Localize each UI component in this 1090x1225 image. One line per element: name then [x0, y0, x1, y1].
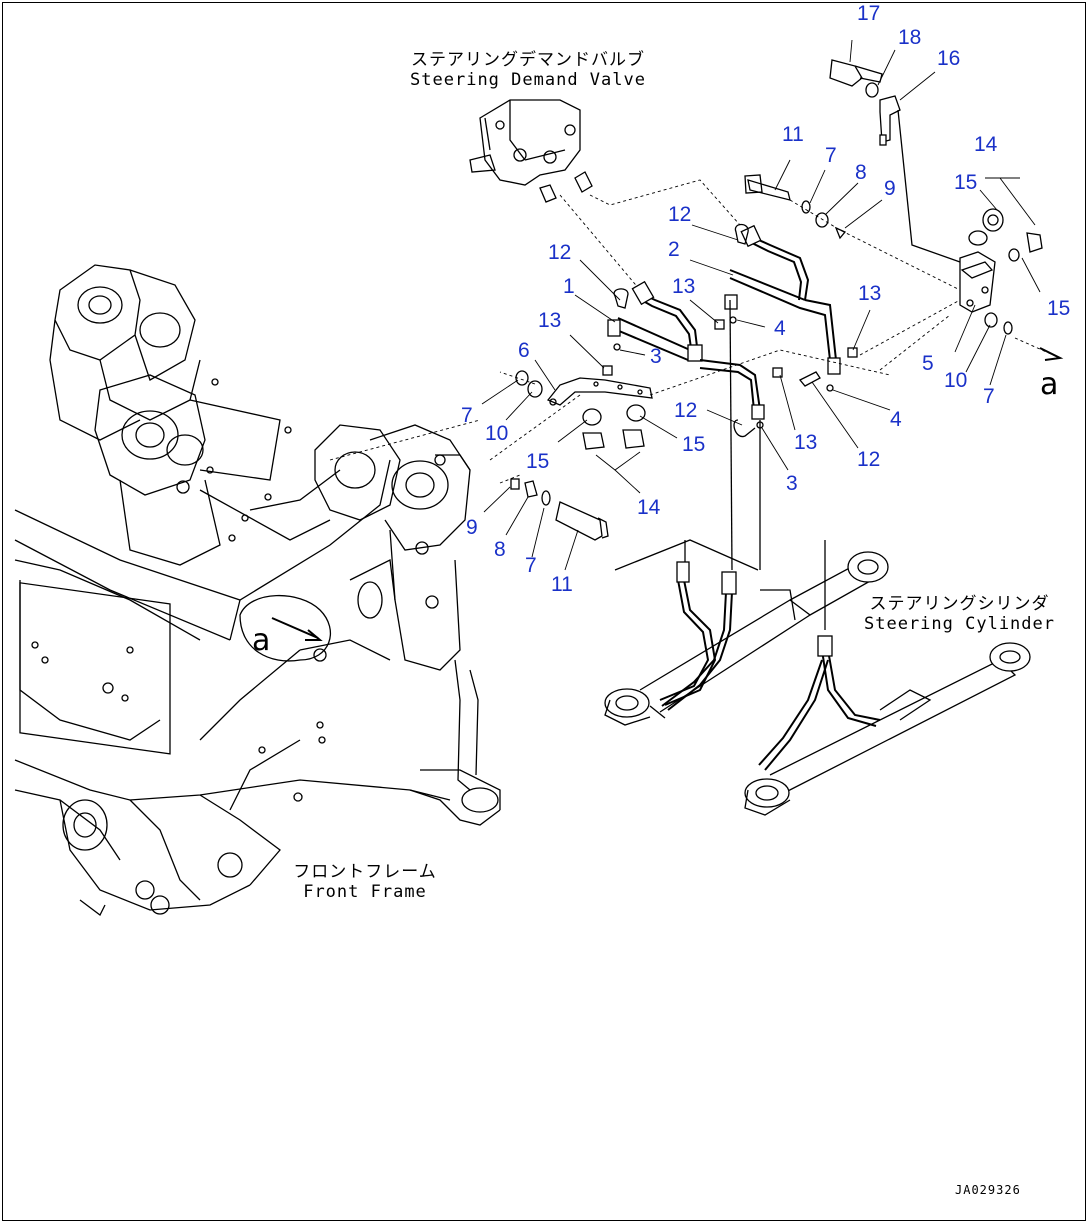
front-frame-label-jp: フロントフレーム — [293, 862, 437, 882]
callout-7: 7 — [525, 554, 537, 577]
callout-7: 7 — [825, 144, 837, 167]
callout-7: 7 — [983, 385, 995, 408]
callout-3: 3 — [786, 472, 798, 495]
callout-15: 15 — [682, 433, 706, 456]
steering-cylinder-drawing — [604, 299, 1031, 816]
callout-1: 1 — [563, 275, 575, 298]
callout-8: 8 — [494, 538, 506, 561]
callout-15: 15 — [1047, 297, 1071, 320]
callout-6: 6 — [518, 339, 530, 362]
steering-demand-valve-label: ステアリングデマンドバルブ Steering Demand Valve — [393, 50, 663, 90]
callout-13: 13 — [794, 431, 818, 454]
steering-cylinder-label: ステアリングシリンダ Steering Cylinder — [852, 594, 1067, 634]
front-frame-drawing — [14, 264, 501, 916]
callout-9: 9 — [466, 516, 478, 539]
steering-cylinder-label-en: Steering Cylinder — [864, 614, 1055, 634]
document-id: JA029326 — [955, 1183, 1021, 1197]
callout-17: 17 — [857, 2, 881, 25]
callout-12: 12 — [548, 241, 572, 264]
callout-10: 10 — [485, 422, 509, 445]
front-frame-label-en: Front Frame — [303, 882, 427, 902]
callout-5: 5 — [922, 352, 934, 375]
front-frame-label: フロントフレーム Front Frame — [285, 862, 445, 902]
callout-14: 14 — [974, 133, 998, 156]
callout-15: 15 — [526, 450, 550, 473]
steering-demand-valve-drawing — [469, 99, 741, 291]
view-marker-a-left: a — [252, 623, 271, 658]
callout-13: 13 — [538, 309, 562, 332]
callout-9: 9 — [884, 177, 896, 200]
callout-11: 11 — [782, 123, 804, 146]
callout-13: 13 — [858, 282, 882, 305]
callout-12: 12 — [674, 399, 698, 422]
steering-demand-valve-label-jp: ステアリングデマンドバルブ — [411, 50, 645, 70]
leader-lines — [481, 39, 1041, 571]
steering-tubes-drawing — [329, 59, 1064, 541]
view-marker-a-right: a — [1040, 367, 1059, 402]
callout-12: 12 — [668, 203, 692, 226]
steering-demand-valve-label-en: Steering Demand Valve — [410, 70, 646, 90]
callout-16: 16 — [937, 47, 961, 70]
callout-14: 14 — [637, 496, 661, 519]
callout-3: 3 — [650, 345, 662, 368]
callout-4: 4 — [774, 317, 786, 340]
callout-15: 15 — [954, 171, 978, 194]
steering-cylinder-label-jp: ステアリングシリンダ — [869, 594, 1050, 614]
callout-2: 2 — [668, 238, 680, 261]
callout-8: 8 — [855, 161, 867, 184]
callout-10: 10 — [944, 369, 968, 392]
callout-7: 7 — [461, 404, 473, 427]
callout-13: 13 — [672, 275, 696, 298]
callout-12: 12 — [857, 448, 881, 471]
callout-11: 11 — [551, 573, 573, 596]
callout-4: 4 — [890, 408, 902, 431]
callout-18: 18 — [898, 26, 922, 49]
